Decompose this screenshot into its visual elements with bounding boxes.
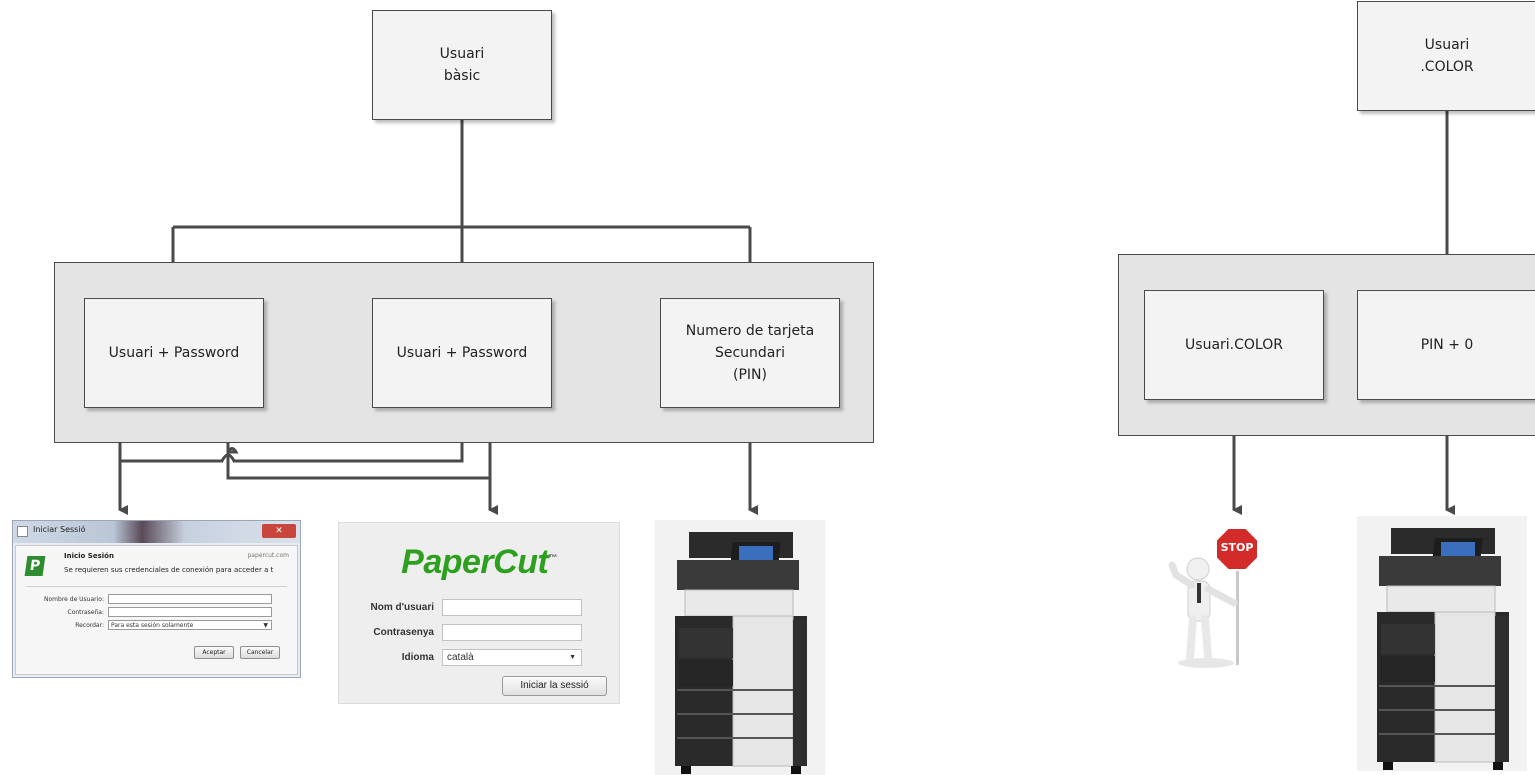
papercut-logo-icon: P [24,556,46,576]
papercut-brand: PaperCut™ [339,543,619,582]
stop-person-icon [1168,527,1259,668]
color-user-line2: .COLOR [1420,59,1474,75]
papercut-language-label: Idioma [401,652,434,663]
method-user-password-2: Usuari + Password [372,298,552,408]
printer-icon [655,520,825,775]
method-label-line2: Secundari [714,345,786,361]
papercut-password-label: Contrasenya [373,627,434,638]
accept-button[interactable]: Aceptar [194,646,234,659]
papercut-login-panel: PaperCut™ Nom d'usuari Contrasenya Idiom… [338,522,620,704]
color-user-line1: Usuari [1424,37,1470,53]
method-usuari-color: Usuari.COLOR [1144,290,1324,400]
username-field[interactable] [108,594,272,604]
papercut-brand-text: PaperCut [401,543,549,581]
papercut-language-select[interactable]: català ▼ [442,649,582,666]
chevron-down-icon: ▼ [569,654,576,661]
method-label-line1: Numero de tarjeta [685,323,815,339]
method-label: PIN + 0 [1420,337,1474,353]
window-icon [17,526,28,537]
window-title: Iniciar Sessió [33,525,86,534]
login-site: papercut.com [247,552,290,559]
stop-figure: STOP [1168,525,1268,670]
method-label-line3: (PIN) [733,367,767,383]
method-label: Usuari.COLOR [1185,337,1283,353]
password-field[interactable] [108,607,272,617]
papercut-language-value: català [447,652,474,663]
basic-user-line1: Usuari [439,46,485,62]
remember-select[interactable]: Para esta sesión solamente ▼ [108,620,272,630]
method-label: Usuari + Password [396,345,528,361]
password-label: Contraseña: [67,609,104,616]
username-label: Nombre de Usuario: [44,596,104,603]
basic-user-line2: bàsic [443,68,481,84]
login-message: Se requieren sus credenciales de conexió… [64,566,274,574]
stop-sign-text: STOP [1220,541,1254,554]
window-content: P Inicio Sesión papercut.com Se requiere… [15,545,298,675]
basic-user-node: Usuari bàsic [372,10,552,120]
cancel-button[interactable]: Cancelar [240,646,280,659]
papercut-login-button[interactable]: Iniciar la sessió [502,676,607,696]
remember-label: Recordar: [75,622,104,629]
printer-icon [1357,516,1527,771]
method-pin-plus-zero: PIN + 0 [1357,290,1535,400]
papercut-tm: ™ [548,552,557,563]
papercut-username-field[interactable] [442,599,582,616]
papercut-username-label: Nom d'usuari [370,602,435,613]
method-user-password-1: Usuari + Password [84,298,264,408]
windows-login-window: Iniciar Sessió ✕ P Inicio Sesión papercu… [12,520,301,678]
method-label: Usuari + Password [108,345,240,361]
window-close-button[interactable]: ✕ [262,524,296,538]
color-user-node: Usuari .COLOR [1357,1,1535,111]
chevron-down-icon: ▼ [263,622,268,629]
remember-value: Para esta sesión solamente [111,622,194,629]
method-card-pin: Numero de tarjeta Secundari (PIN) [660,298,840,408]
window-titlebar: Iniciar Sessió ✕ [13,521,300,543]
divider [26,586,287,587]
papercut-password-field[interactable] [442,624,582,641]
login-heading: Inicio Sesión [64,552,114,560]
